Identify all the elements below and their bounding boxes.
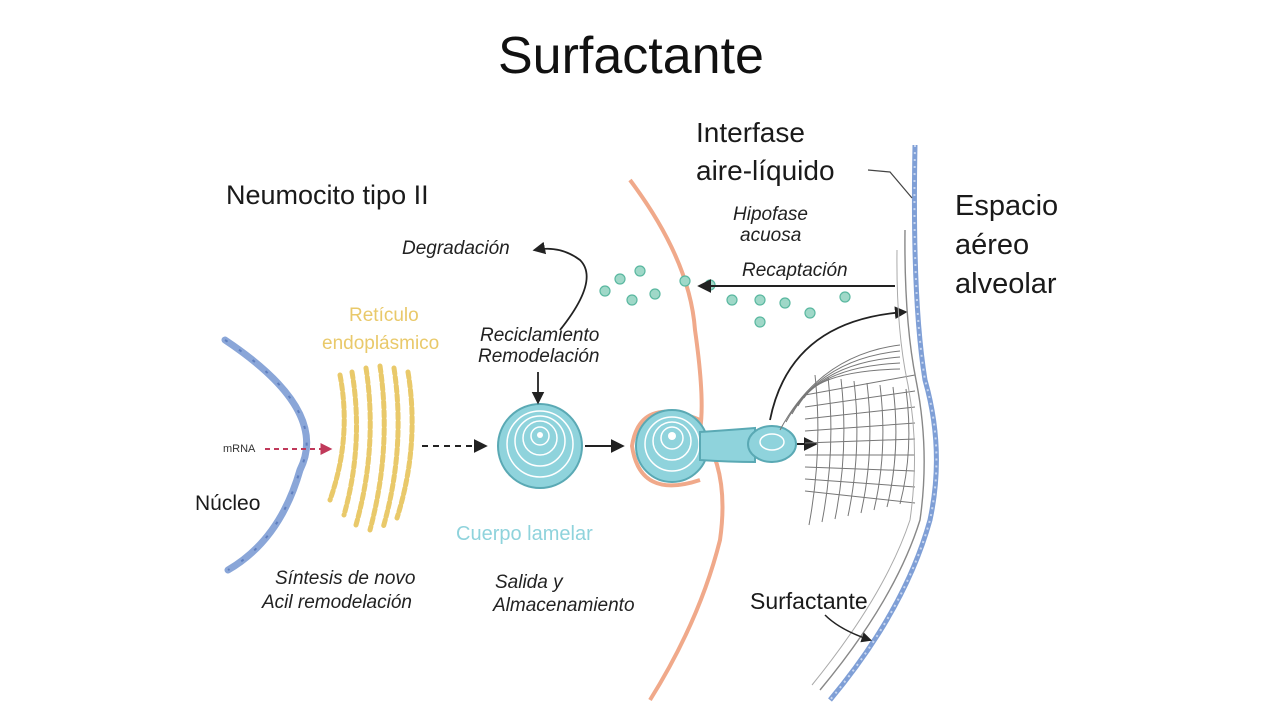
surfactant-leader <box>824 614 872 643</box>
endoplasmic-reticulum <box>327 363 415 533</box>
er-strand <box>394 369 415 521</box>
label-recycling-2: Remodelación <box>478 346 600 367</box>
nucleus-membrane <box>221 336 311 574</box>
vesicle <box>754 294 766 306</box>
vesicle <box>839 291 851 303</box>
label-cell: Neumocito tipo II <box>226 180 429 210</box>
label-lamellar-body: Cuerpo lamelar <box>456 523 593 545</box>
page-title: Surfactante <box>498 27 764 85</box>
label-er-1: Retículo <box>349 305 419 326</box>
exocytosis-lamellar-body <box>629 409 797 488</box>
label-recycling-1: Reciclamiento <box>480 325 600 346</box>
label-er-2: endoplásmico <box>322 333 440 354</box>
er-strand <box>327 372 347 503</box>
vesicle <box>649 288 661 300</box>
vesicle <box>634 265 646 277</box>
vesicle <box>626 294 638 306</box>
vesicle <box>679 275 691 287</box>
to-monolayer-arrow <box>769 306 908 421</box>
label-airspace-1: Espacio <box>955 190 1059 222</box>
er-strand <box>341 369 359 518</box>
vesicle <box>726 294 738 306</box>
vesicle <box>599 285 611 297</box>
vesicle <box>804 307 816 319</box>
label-mrna: mRNA <box>223 443 256 455</box>
label-nucleus: Núcleo <box>195 492 261 515</box>
er-strand <box>367 363 387 533</box>
label-surfactant: Surfactante <box>750 588 868 614</box>
label-synthesis-1: Síntesis de novo <box>275 568 416 589</box>
interface-leader <box>867 169 913 199</box>
label-exit-2: Almacenamiento <box>493 595 635 616</box>
label-exit-1: Salida y <box>495 572 563 593</box>
er-strand <box>380 365 401 531</box>
label-reuptake: Recaptación <box>742 260 848 281</box>
air-liquid-interface <box>811 144 939 702</box>
label-airspace-2: aéreo <box>955 229 1030 261</box>
label-interface-2: aire-líquido <box>696 155 835 186</box>
label-hypophase-1: Hipofase <box>733 204 808 225</box>
lamellar-body <box>497 403 583 489</box>
tubular-myelin <box>779 344 916 526</box>
label-degradation: Degradación <box>402 238 510 259</box>
label-airspace-3: alveolar <box>955 268 1057 300</box>
vesicle <box>779 297 791 309</box>
er-strand <box>353 365 373 528</box>
label-interface-1: Interfase <box>696 117 805 148</box>
label-synthesis-2: Acil remodelación <box>262 592 412 613</box>
vesicle <box>754 316 766 328</box>
label-hypophase-2: acuosa <box>740 225 802 246</box>
vesicle <box>614 273 626 285</box>
degradation-arrow <box>532 241 588 331</box>
